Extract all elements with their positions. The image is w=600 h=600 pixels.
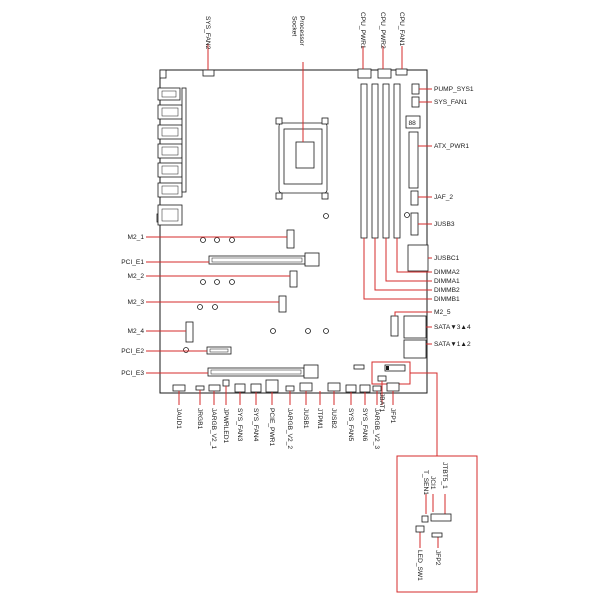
debug-led-code: 88 xyxy=(409,120,417,127)
debug-led-display xyxy=(405,115,421,129)
label-led-sw1: LED_SW1 xyxy=(416,550,423,581)
atx-pwr1-connector xyxy=(408,131,419,189)
label-jusbc1: JUSBC1 xyxy=(434,255,460,262)
label-jaud1: JAUD1 xyxy=(175,408,182,429)
callout-lines xyxy=(146,44,438,456)
label-jtbt5-1: JTBT5_1 xyxy=(441,462,448,489)
jusbc1-connector xyxy=(407,244,429,272)
jusb3-header xyxy=(410,212,419,236)
label-jtpm1: JTPM1 xyxy=(316,408,323,429)
pump-sys1-header xyxy=(411,83,420,95)
label-jusb3: JUSB3 xyxy=(434,221,455,228)
m2-3-slot xyxy=(278,295,287,313)
cpu-pwr1-connector xyxy=(357,68,372,79)
label-m2-1: M2_1 xyxy=(128,234,145,241)
label-m2-2: M2_2 xyxy=(128,273,145,280)
label-sys-fan4: SYS_FAN4 xyxy=(252,408,259,442)
label-m2-4: M2_4 xyxy=(128,328,145,335)
label-sys-fan1: SYS_FAN1 xyxy=(434,99,468,106)
m2-2-slot xyxy=(289,270,298,288)
label-pump-sys1: PUMP_SYS1 xyxy=(434,86,474,93)
label-jargb-v2-1: JARGB_V2_1 xyxy=(210,408,217,449)
label-jargb-v2-3: JARGB_V2_3 xyxy=(373,408,380,449)
label-atx-pwr1: ATX_PWR1 xyxy=(434,143,469,150)
label-jargb-v2-2: JARGB_V2_2 xyxy=(286,408,293,449)
label-dimma2: DIMMA2 xyxy=(434,269,460,276)
label-dimmb1: DIMMB1 xyxy=(434,296,460,303)
m2-1-slot xyxy=(286,229,295,249)
label-m2-5: M2_5 xyxy=(434,309,451,316)
label-pci-e3: PCI_E3 xyxy=(121,370,144,377)
label-jusb2: JUSB2 xyxy=(330,408,337,429)
sata-1-2-ports xyxy=(403,339,427,359)
label-pcie-pwr1: PCIE_PWR1 xyxy=(268,408,275,446)
pci-e1-slot xyxy=(208,252,320,267)
pci-e3-slot xyxy=(207,364,319,379)
jaf-2-header xyxy=(410,190,419,206)
label-cpu-pwr1: CPU_PWR1 xyxy=(359,12,366,49)
label-dimma1: DIMMA1 xyxy=(434,278,460,285)
m2-4-slot xyxy=(185,321,194,343)
standoffs xyxy=(183,212,410,353)
label-jbat1: JBAT1 xyxy=(378,393,385,413)
label-sata-1-2: SATA▼1▲2 xyxy=(434,341,471,348)
rear-io-panel xyxy=(157,87,187,226)
svg-text:Socket: Socket xyxy=(291,16,298,36)
label-sys-fan3: SYS_FAN3 xyxy=(236,408,243,442)
label-sys-fan2: SYS_FAN2 xyxy=(204,16,211,50)
label-jrgb1: JRGB1 xyxy=(196,408,203,430)
svg-text:Processor: Processor xyxy=(298,16,305,46)
label-jci1: JCI1 xyxy=(429,476,436,490)
sys-fan2-header xyxy=(202,69,215,77)
pci-e2-slot xyxy=(206,346,232,355)
callout-labels: SYS_FAN2 Processor Socket CPU_PWR1 CPU_P… xyxy=(121,12,474,581)
label-cpu-fan1: CPU_FAN1 xyxy=(398,12,405,46)
label-jaf-2: JAF_2 xyxy=(434,194,453,201)
label-cpu-pwr2: CPU_PWR2 xyxy=(379,12,386,49)
label-sys-fan6: SYS_FAN6 xyxy=(361,408,368,442)
label-jfp1: JFP1 xyxy=(389,408,396,424)
label-sys-fan5: SYS_FAN5 xyxy=(347,408,354,442)
label-jfp2: JFP2 xyxy=(434,550,441,566)
sys-fan1-header xyxy=(411,96,420,108)
cpu-fan1-header xyxy=(395,68,408,76)
processor-socket xyxy=(275,117,329,200)
zoom-inset xyxy=(396,455,478,593)
label-pci-e1: PCI_E1 xyxy=(121,259,144,266)
label-sata-3-4: SATA▼3▲4 xyxy=(434,324,471,331)
label-processor-socket: Processor Socket xyxy=(291,16,306,46)
label-jusb1: JUSB1 xyxy=(302,408,309,429)
sata-3-4-ports xyxy=(403,315,427,339)
label-jpwrled1: JPWRLED1 xyxy=(222,408,229,444)
label-pci-e2: PCI_E2 xyxy=(121,348,144,355)
label-m2-3: M2_3 xyxy=(128,299,145,306)
cpu-pwr2-connector xyxy=(377,68,392,79)
label-t-sen1: T_SEN1 xyxy=(422,470,429,495)
label-dimmb2: DIMMB2 xyxy=(434,287,460,294)
m2-5-slot xyxy=(390,315,399,337)
